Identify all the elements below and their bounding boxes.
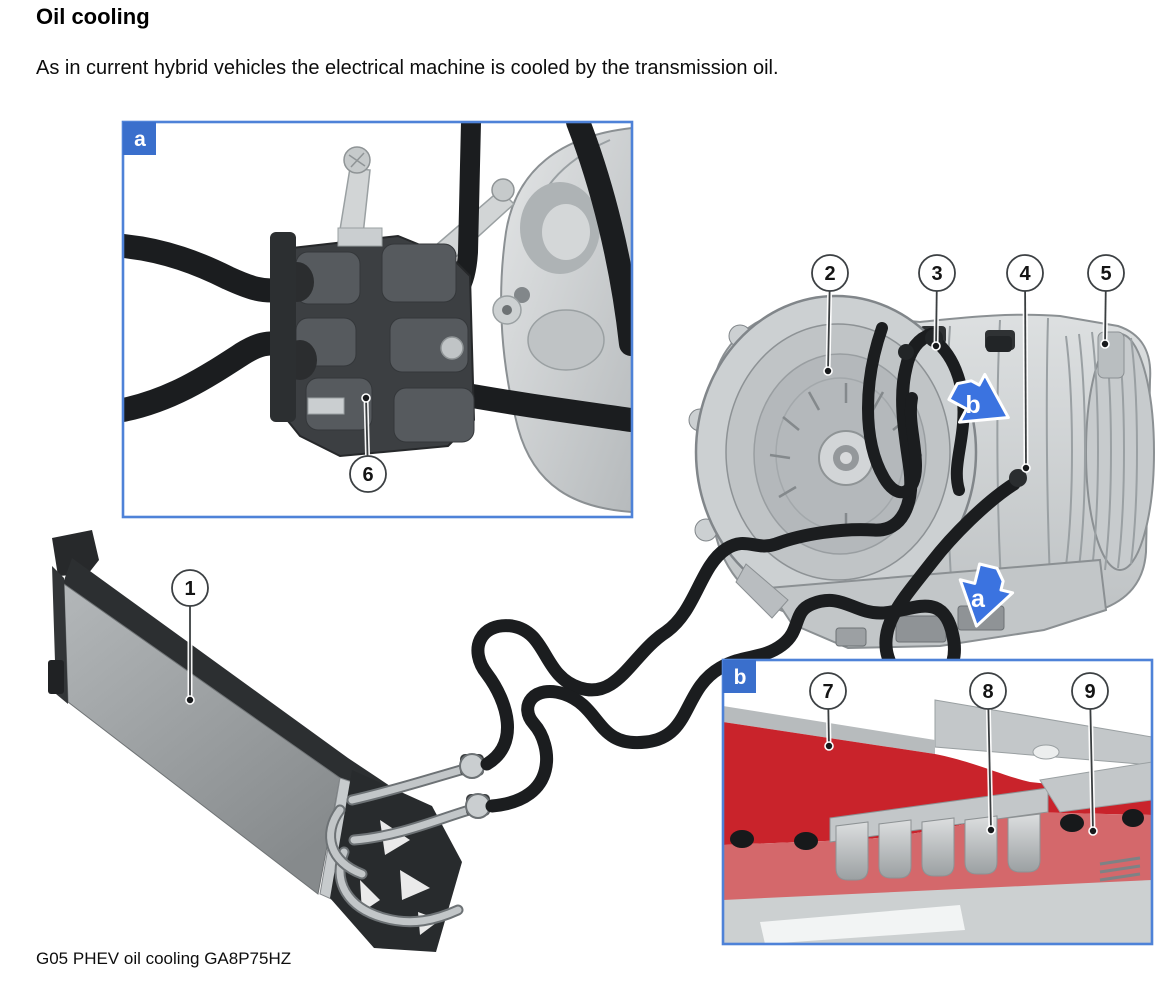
direction-arrow-b: b <box>947 372 1010 424</box>
main-illustration: b a <box>48 294 1155 952</box>
callout-9: 9 <box>1071 672 1109 836</box>
svg-text:9: 9 <box>1084 681 1095 703</box>
svg-text:7: 7 <box>822 681 833 703</box>
svg-text:2: 2 <box>824 263 835 285</box>
callout-4: 4 <box>1006 254 1044 473</box>
svg-text:6: 6 <box>362 464 373 486</box>
oil-cooler-illustration <box>48 530 491 952</box>
svg-text:8: 8 <box>982 681 993 703</box>
transmission-illustration <box>688 294 1155 650</box>
callout-7: 7 <box>809 672 847 751</box>
direction-arrow-a: a <box>958 562 1015 628</box>
callout-8: 8 <box>969 672 1007 835</box>
thermostat-valve-illustration <box>123 122 632 514</box>
callout-3: 3 <box>918 254 956 351</box>
page-title: Oil cooling <box>36 4 150 29</box>
oil-lines <box>471 322 1027 813</box>
arrow-b-label: b <box>965 391 980 419</box>
svg-text:4: 4 <box>1019 263 1031 285</box>
inset-b-label: b <box>734 666 747 689</box>
svg-text:3: 3 <box>931 263 942 285</box>
intro-text: As in current hybrid vehicles the electr… <box>36 57 779 79</box>
callout-5: 5 <box>1087 254 1125 349</box>
inset-b: b <box>721 658 1154 946</box>
callout-1: 1 <box>171 569 209 705</box>
svg-text:1: 1 <box>184 578 195 600</box>
inset-a-label: a <box>134 128 146 151</box>
figure-caption: G05 PHEV oil cooling GA8P75HZ <box>36 949 292 968</box>
oil-sump-cross-section <box>723 699 1152 944</box>
callout-2: 2 <box>811 254 849 376</box>
arrow-a-label: a <box>971 585 986 613</box>
inset-a: a <box>121 120 634 519</box>
inset-b-label-box <box>723 660 756 693</box>
inset-a-label-box <box>123 122 156 155</box>
callout-6: 6 <box>349 393 387 493</box>
svg-text:5: 5 <box>1100 263 1111 285</box>
callouts: 1 2 3 4 <box>171 254 1125 836</box>
